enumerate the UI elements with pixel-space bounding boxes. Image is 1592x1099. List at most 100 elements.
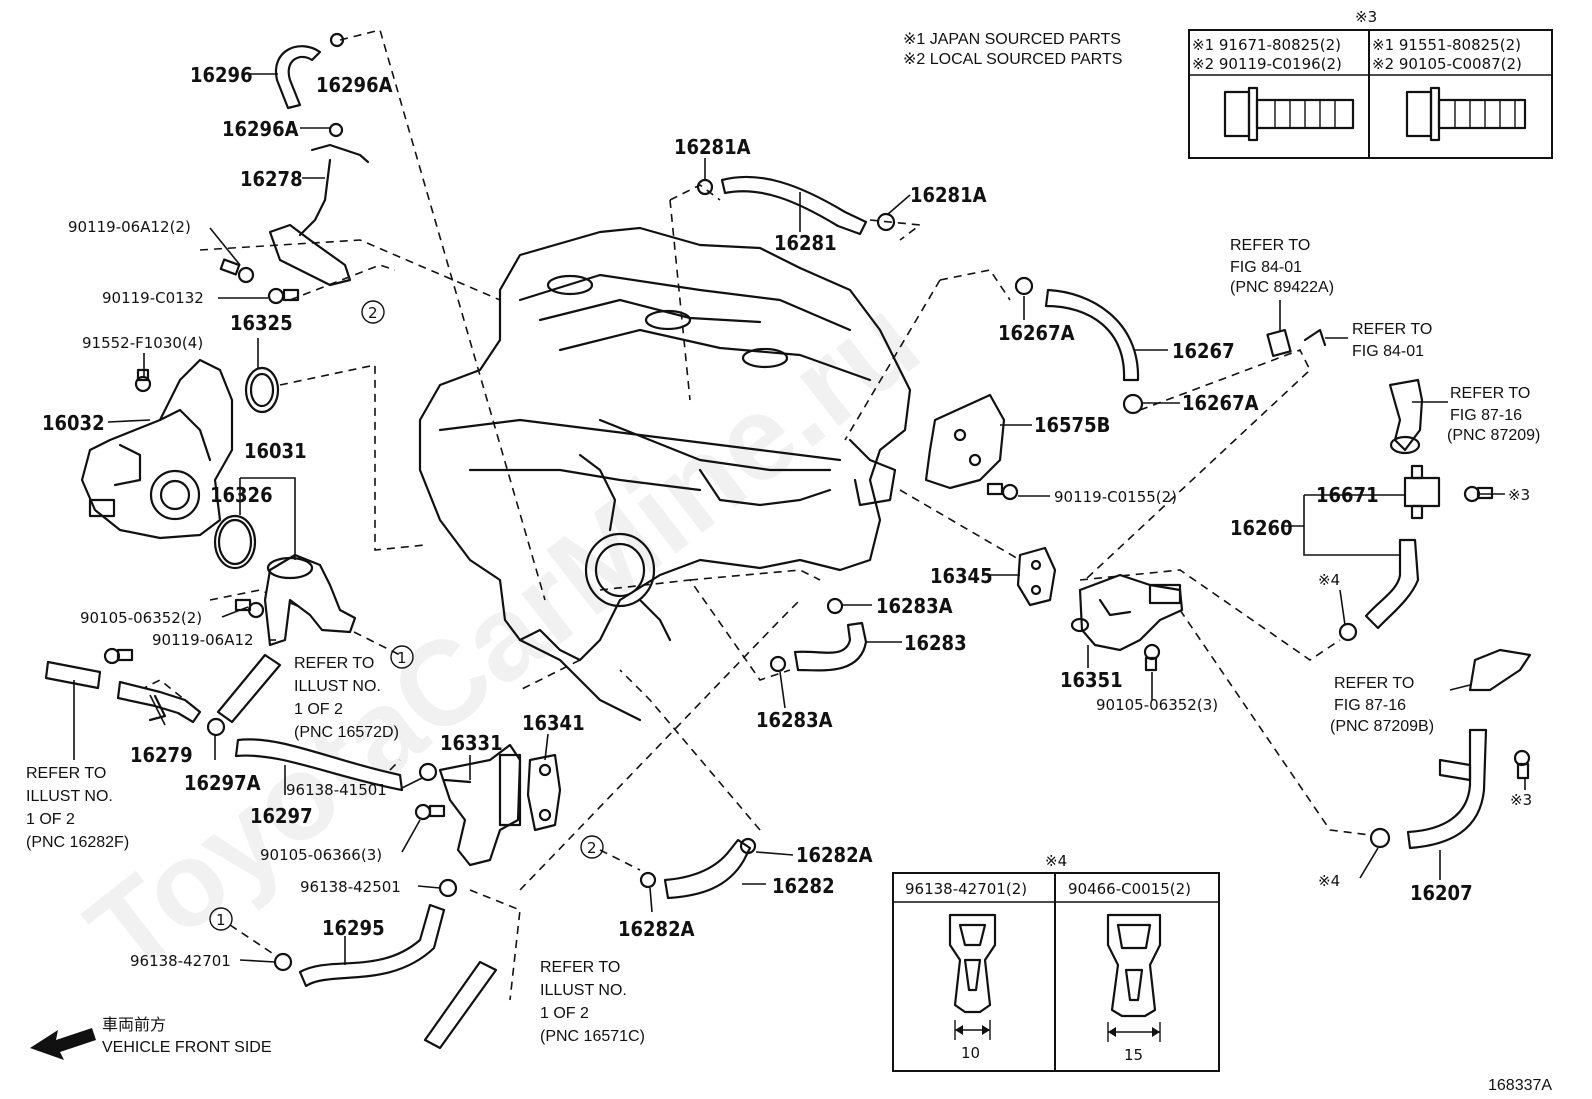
part-16267-hose [1044,288,1140,382]
vehicle-front-indicator: 車両前方 VEHICLE FRONT SIDE [30,1016,272,1060]
part-16575B-bracket [924,393,1006,490]
legend-local-sourced: ※2 LOCAL SOURCED PARTS [903,51,1122,68]
part-16267A-clamp [1014,276,1144,415]
ref-87209B-line3: (PNC 87209B) [1330,718,1434,735]
label-note3-b: ※3 [1510,791,1532,809]
refer-to-87209: REFER TO FIG 87-16 (PNC 87209) [1447,385,1540,444]
label-16345: 16345 [930,564,993,588]
part-16207-pipe [1406,728,1488,850]
part-16282-hose [663,838,752,900]
label-note3-a: ※3 [1508,486,1530,504]
leader-lines [73,73,1526,965]
ref-87209-line1: REFER TO [1450,385,1530,402]
label-96138-42501: 96138-42501 [300,878,401,896]
label-16267: 16267 [1172,339,1235,363]
label-90105-06352-2: 90105-06352(2) [80,609,202,627]
ref-16571C-line4: (PNC 16571C) [540,1028,645,1045]
figure-id: 168337A [1488,1077,1552,1094]
label-16331: 16331 [440,731,503,755]
part-16296-hose [274,45,322,110]
bolt-table-left-row2: ※2 90119-C0196(2) [1192,55,1342,73]
label-91552: 91552-F1030(4) [82,334,203,352]
engine-block [418,226,912,722]
bolt-table-header: ※3 [1355,8,1377,26]
label-90105-06366: 90105-06366(3) [260,846,382,864]
ref-87209-line3: (PNC 87209) [1447,427,1540,444]
ref-16572D-line4: (PNC 16572D) [294,724,399,741]
part-16297-hose [234,738,404,792]
label-16296: 16296 [190,63,253,87]
label-16281: 16281 [774,231,837,255]
part-16279-pipe [44,660,202,724]
bolt-table: ※3 ※1 91671-80825(2) ※2 90119-C0196(2) ※… [1188,8,1553,159]
refer-to-87209B: REFER TO FIG 87-16 (PNC 87209B) [1330,675,1434,735]
part-96138-42501-clamp [438,878,458,898]
label-16575B: 16575B [1034,413,1110,437]
ref-87209-line2: FIG 87-16 [1450,407,1522,424]
label-16295: 16295 [322,916,385,940]
part-16282A-clamp [639,837,757,889]
ref-87209B-line2: FIG 87-16 [1334,697,1406,714]
callout-1b: 1 [209,907,233,931]
ref-16571C-line1: REFER TO [540,959,620,976]
label-16278: 16278 [240,167,303,191]
refer-to-16282F: REFER TO ILLUST NO. 1 OF 2 (PNC 16282F) [26,765,129,851]
ref-fig84-line2: FIG 84-01 [1352,343,1424,360]
label-16351: 16351 [1060,668,1123,692]
front-side-en: VEHICLE FRONT SIDE [102,1039,272,1056]
ref-16571C-line2: ILLUST NO. [540,982,627,999]
part-16341-gasket [526,753,562,832]
part-16032-water-pump [80,358,234,540]
clamp-icon [1106,913,1162,1042]
label-16282A-bot: 16282A [618,917,695,941]
ref-16572D-line2: ILLUST NO. [294,678,381,695]
part-clamp-note4-a [1338,622,1358,642]
label-16341: 16341 [522,711,585,735]
ref-16282F-line4: (PNC 16282F) [26,834,129,851]
label-90119-06A12-2: 90119-06A12(2) [68,218,191,236]
label-16283A-bot: 16283A [756,708,833,732]
clamp-icon [948,913,997,1040]
callout-2a: 2 [361,300,385,324]
part-bolt-91552 [134,368,152,393]
part-bolt-90119-06A12 [219,258,255,284]
part-16296A-clamp [328,32,345,138]
callout-2b: 2 [580,835,604,859]
part-bolt-90119-C0155 [986,482,1019,501]
label-16671: 16671 [1316,483,1379,507]
part-bolt-90105-06352-3 [1143,643,1161,672]
ref-16572D-line1: REFER TO [294,655,374,672]
part-16326-o-ring [213,514,257,570]
label-16282A-right: 16282A [796,843,873,867]
label-16297: 16297 [250,804,313,828]
part-16283A-clamp [769,597,844,673]
callout-2a-label: 2 [368,304,378,322]
refer-to-89422A: REFER TO FIG 84-01 (PNC 89422A) [1230,237,1334,296]
refer-to-16572D: REFER TO ILLUST NO. 1 OF 2 (PNC 16572D) [294,655,399,741]
label-16325: 16325 [230,311,293,335]
ref-16571C-line3: 1 OF 2 [540,1005,589,1022]
label-90119-06A12: 90119-06A12 [152,631,254,649]
callout-1b-label: 1 [216,911,226,929]
ref-89422A-line1: REFER TO [1230,237,1310,254]
label-16326: 16326 [210,483,273,507]
part-hose-16572D [216,653,282,724]
part-bolt-90105-06366 [414,803,446,821]
ref-16282F-line1: REFER TO [26,765,106,782]
part-bolt-note3-a [1463,485,1494,503]
flange-bolt-icon [1405,86,1527,142]
label-96138-42701: 96138-42701 [130,952,231,970]
label-16281A-top: 16281A [674,135,751,159]
part-16331-outlet [438,743,522,867]
ref-16282F-line3: 1 OF 2 [26,811,75,828]
part-16325-gasket [244,366,280,414]
ref-89422A-line3: (PNC 89422A) [1230,279,1334,296]
clamp-table-left-dim: 10 [961,1044,980,1062]
part-16297A-clamp [206,717,226,737]
part-16031-inlet [263,553,357,647]
ref-16282F-line2: ILLUST NO. [26,788,113,805]
callout-2b-label: 2 [587,839,597,857]
part-16295-hose [298,903,446,988]
part-89422A-sensor [1266,328,1327,358]
